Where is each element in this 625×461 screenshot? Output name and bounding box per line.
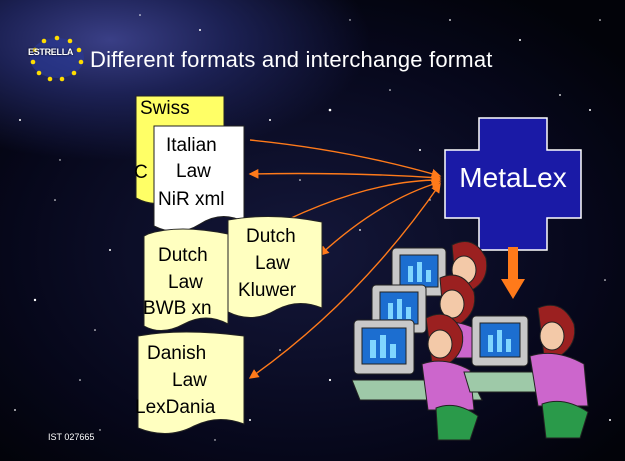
doc-danish-line2: Law [172,370,207,391]
doc-danish-line3: LexDania [135,397,216,418]
slide-title: Different formats and interchange format [90,47,493,72]
doc-danish-shape [137,331,245,434]
doc-dutch-bwb-shape [143,228,229,331]
metalex-label: MetaLex [459,162,567,193]
down-arrow-icon [501,247,525,299]
doc-swiss-line1: Swiss [140,98,190,119]
logo-text: ESTRELLA [28,47,74,57]
arrow-swiss [249,139,442,179]
doc-dutch-bwb-line2: Law [168,272,203,293]
doc-italian-line3: NiR xml [158,189,225,210]
doc-italian-line2: Law [176,161,211,182]
arrow-italian [248,168,442,183]
footer-text: IST 027665 [48,432,95,442]
computer-front-right [463,304,589,439]
estrella-logo-icon [30,35,84,82]
computer-front-left [352,313,483,441]
doc-danish-line1: Danish [147,343,207,364]
doc-dutch-bwb-line3: BWB xn [143,298,212,319]
doc-dutch-kluwer-line3: Kluwer [238,280,297,301]
doc-dutch-kluwer-shape [227,215,323,318]
doc-italian-line1: Italian [166,135,217,156]
users-at-computers-icon [352,241,589,441]
doc-dutch-kluwer-line2: Law [255,253,290,274]
metalex-hub-shape [444,117,582,251]
doc-dutch-bwb-line1: Dutch [158,245,208,266]
doc-swiss-line2: C [134,162,148,183]
doc-dutch-kluwer-line1: Dutch [246,226,296,247]
arrow-danish [248,182,441,379]
